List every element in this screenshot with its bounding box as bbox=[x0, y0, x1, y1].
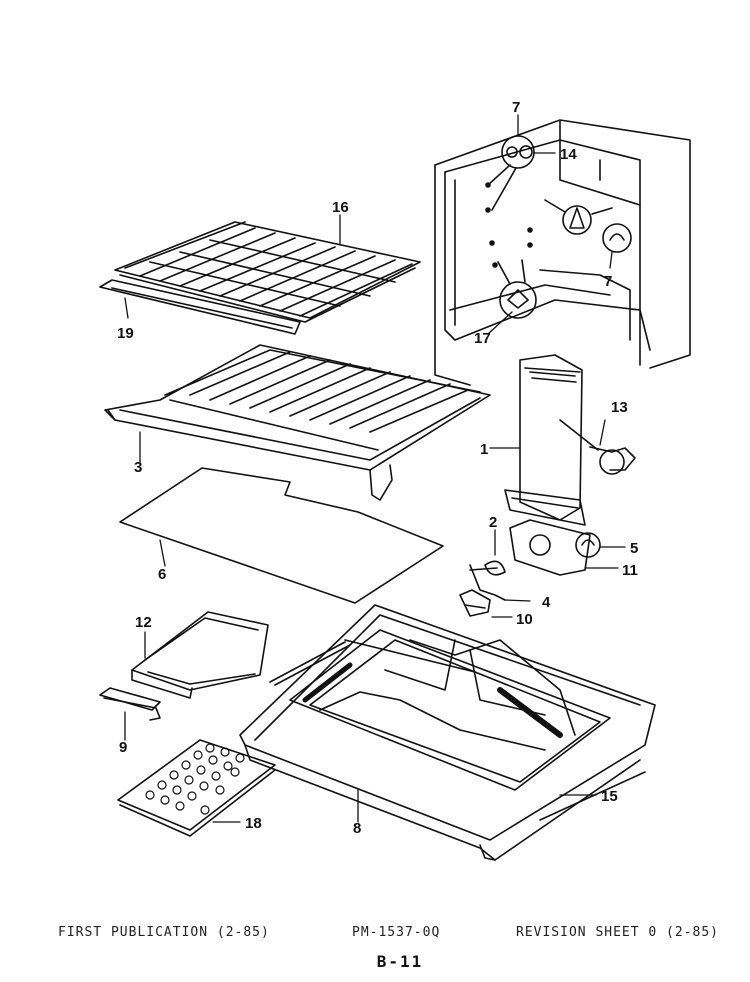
callout-19: 19 bbox=[117, 325, 134, 342]
first-publication-note: FIRST PUBLICATION (2-85) bbox=[58, 925, 270, 940]
callout-7-right: 7 bbox=[604, 273, 612, 290]
callout-2: 2 bbox=[489, 514, 497, 531]
callout-8: 8 bbox=[353, 820, 361, 837]
callout-7-top: 7 bbox=[512, 99, 520, 116]
glass-shelf bbox=[119, 467, 444, 604]
callout-10: 10 bbox=[516, 611, 533, 628]
wire-shelf bbox=[114, 221, 421, 323]
freezer-cabinet bbox=[434, 119, 691, 386]
callout-13: 13 bbox=[611, 399, 628, 416]
callout-12: 12 bbox=[135, 614, 152, 631]
callout-11: 11 bbox=[622, 562, 638, 579]
callout-labels: 7 14 16 7 19 17 13 1 3 2 5 6 11 4 10 12 … bbox=[117, 99, 638, 837]
shelf-trim bbox=[99, 279, 301, 335]
bracket-detail bbox=[544, 199, 613, 235]
callout-4: 4 bbox=[542, 594, 551, 611]
callout-18: 18 bbox=[245, 815, 262, 832]
callout-15: 15 bbox=[601, 788, 618, 805]
pan-rail bbox=[99, 687, 161, 721]
page-number: B-11 bbox=[376, 952, 424, 971]
callout-1: 1 bbox=[480, 441, 488, 458]
crisper-pan bbox=[131, 611, 269, 699]
ice-tray bbox=[117, 739, 276, 837]
callout-6: 6 bbox=[158, 566, 166, 583]
clip-detail-7-right bbox=[602, 223, 632, 253]
callout-5: 5 bbox=[630, 540, 638, 557]
callout-3: 3 bbox=[134, 459, 142, 476]
crisper-cover-frame bbox=[104, 344, 491, 501]
callout-16: 16 bbox=[332, 199, 349, 216]
callout-14: 14 bbox=[560, 146, 577, 163]
fan-assembly bbox=[459, 519, 601, 617]
evaporator-cover bbox=[504, 354, 586, 526]
revision-sheet-note: REVISION SHEET 0 (2-85) bbox=[516, 925, 720, 940]
screw bbox=[559, 419, 636, 475]
clip-detail-7-top bbox=[487, 135, 535, 211]
part-manual-number: PM-1537-0Q bbox=[352, 925, 441, 940]
clip-detail-17 bbox=[497, 259, 537, 319]
callout-9: 9 bbox=[119, 739, 127, 756]
callout-17: 17 bbox=[474, 330, 491, 347]
freezer-tray bbox=[239, 604, 656, 861]
leader-lines bbox=[124, 114, 626, 823]
